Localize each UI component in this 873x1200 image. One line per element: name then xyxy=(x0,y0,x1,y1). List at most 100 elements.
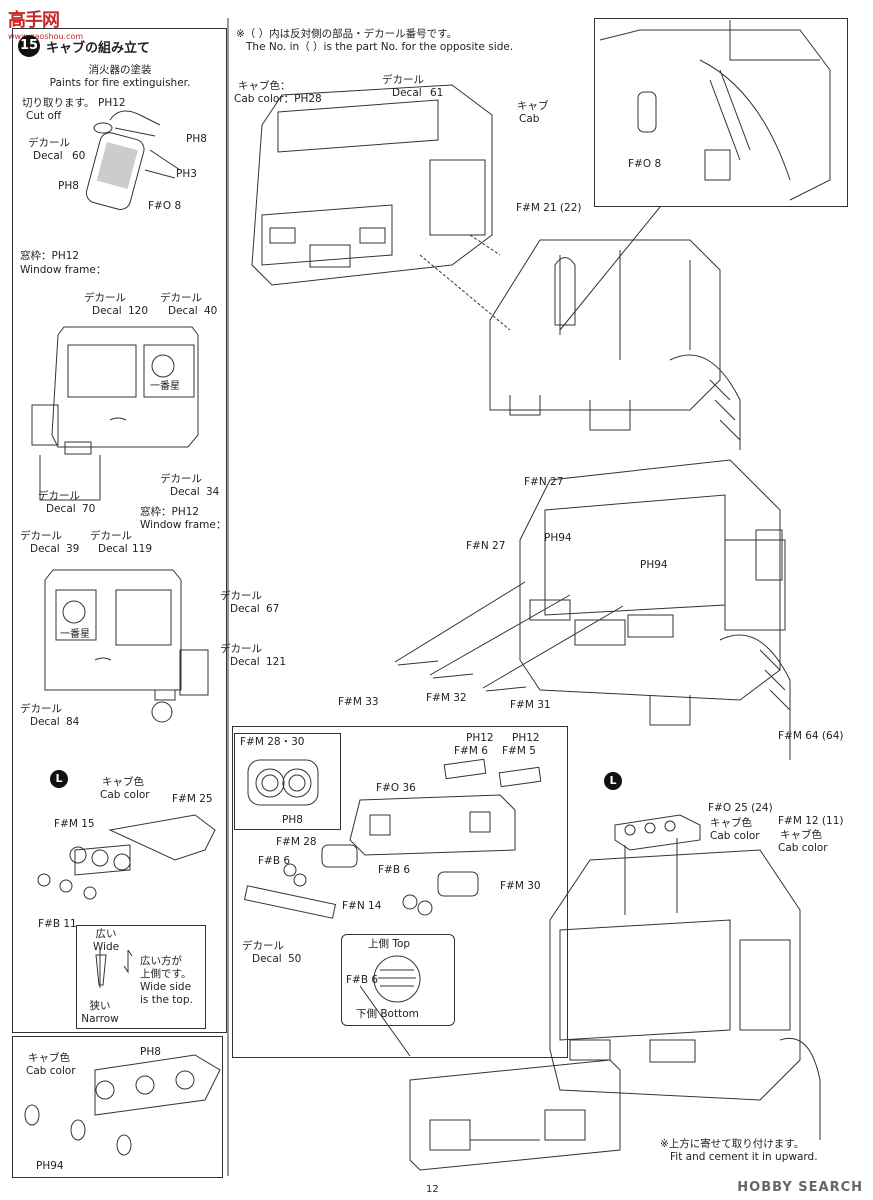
cab-color2-en-right: Cab color xyxy=(778,842,828,854)
page-number: 12 xyxy=(426,1184,439,1195)
decal-121-en: Decal xyxy=(230,656,260,668)
fit-upward-jp: ※上方に寄せて取り付けます。 xyxy=(660,1138,805,1150)
cab-side-view-1 xyxy=(31,326,199,501)
decal-61-en: Decal xyxy=(392,87,422,99)
part-fo8-inset: F#O 8 xyxy=(628,158,662,170)
decal-84-number: 84 xyxy=(66,716,80,728)
part-fb6-c: F#B 6 xyxy=(346,974,379,986)
decal-120-jp: デカール xyxy=(84,292,126,304)
cab-color-jp-left: キャブ色 xyxy=(102,776,144,788)
badge-l-left: L xyxy=(50,770,68,788)
paint-ph8-left: PH8 xyxy=(58,180,79,192)
paint-ph94-inset: PH94 xyxy=(36,1160,64,1172)
lamp-and-grille-parts xyxy=(243,758,542,1003)
part-fm31: F#M 31 xyxy=(510,699,551,711)
part-fm32: F#M 32 xyxy=(426,692,467,704)
decal-50-en: Decal xyxy=(252,953,282,965)
window-frame-en: Window frame： xyxy=(20,264,107,276)
cut-off-jp: 切り取ります。 xyxy=(22,97,95,109)
fit-upward-en: Fit and cement it in upward. xyxy=(670,1151,818,1163)
decal-120-en: Decal xyxy=(92,305,122,317)
extinguisher-title-jp: 消火器の塗装 xyxy=(88,64,152,76)
part-fb6-a: F#B 6 xyxy=(258,855,291,867)
decal-40-en: Decal xyxy=(168,305,198,317)
wide-top-en-1: Wide side xyxy=(140,981,192,993)
part-fm28: F#M 28 xyxy=(276,836,317,848)
part-fn27-left: F#N 27 xyxy=(466,540,506,552)
decal-119-jp: デカール xyxy=(90,530,132,542)
part-fm5: F#M 5 xyxy=(502,745,536,757)
note-jp: ※（ ）内は反対側の部品・デカール番号です。 xyxy=(236,28,458,40)
decal-60-number: 60 xyxy=(72,150,86,162)
decal-84-jp: デカール xyxy=(20,703,62,715)
window-frame2-en: Window frame： xyxy=(140,519,227,531)
step-title: キャブの組み立て xyxy=(46,41,151,56)
cab-color-jp-top: キャブ色： xyxy=(238,80,291,92)
lower-left-inset-frame xyxy=(12,1036,223,1178)
decal-39-jp: デカール xyxy=(20,530,62,542)
cab-bottom-right xyxy=(549,814,821,1140)
decal-119-number: 119 xyxy=(132,543,153,555)
part-fo25: F#O 25 (24) xyxy=(708,802,773,814)
narrow-label-en: Narrow xyxy=(81,1013,119,1025)
part-fm12: F#M 12 (11) xyxy=(778,815,844,827)
cab-color-en-left: Cab color xyxy=(100,789,150,801)
watermark: HOBBY SEARCH xyxy=(737,1180,863,1195)
decal-67-en: Decal xyxy=(230,603,260,615)
decal-119-en: Decal xyxy=(98,543,128,555)
inset-marker-lamp-bar xyxy=(24,1054,221,1156)
cab-label-jp: キャブ xyxy=(517,100,549,112)
decal-61-number: 61 xyxy=(430,87,444,99)
decal-50-jp: デカール xyxy=(242,940,284,952)
paint-ph12-b: PH12 xyxy=(512,732,540,744)
cab-color2-jp-left: キャブ色 xyxy=(28,1052,70,1064)
site-logo: 高手网 www.gaoshou.com xyxy=(8,6,84,41)
lamp-orientation-box xyxy=(341,934,455,1026)
paint-ph8-inset: PH8 xyxy=(140,1046,161,1058)
wide-narrow-box xyxy=(76,925,206,1029)
cab-color-en-right: Cab color xyxy=(710,830,760,842)
left-panel-frame xyxy=(12,28,227,1033)
part-fm30: F#M 30 xyxy=(500,880,541,892)
decal-67-number: 67 xyxy=(266,603,280,615)
cab-color-en-top: Cab color：PH28 xyxy=(234,93,322,105)
decal-50-number: 50 xyxy=(288,953,302,965)
note-en: The No. in（ ）is the part No. for the opp… xyxy=(246,41,514,53)
decal-70-number: 70 xyxy=(82,503,96,515)
paint-ph12-a: PH12 xyxy=(466,732,494,744)
cab-floor-frame xyxy=(489,239,741,450)
badge-l-right: L xyxy=(604,772,622,790)
window-frame-jp: 窓枠：PH12 xyxy=(20,250,80,262)
decal-39-number: 39 xyxy=(66,543,80,555)
site-logo-text: 高手网 xyxy=(8,10,60,31)
lower-center-inset-frame xyxy=(232,726,568,1058)
extinguisher-title-en: Paints for fire extinguisher. xyxy=(49,77,191,89)
lamp-top-label: 上側 Top xyxy=(368,938,411,950)
part-fn27-top: F#N 27 xyxy=(524,476,564,488)
lamp-bottom-label: 下側 Bottom xyxy=(356,1008,419,1020)
wide-label-jp: 広い xyxy=(95,928,117,940)
decal-61-jp: デカール xyxy=(382,74,424,86)
step-number-badge: 15 xyxy=(18,35,40,57)
decal-70-jp: デカール xyxy=(38,490,80,502)
decal-121-number: 121 xyxy=(266,656,287,668)
part-fm33: F#M 33 xyxy=(338,696,379,708)
narrow-label-jp: 狭い xyxy=(89,1000,111,1012)
decal-70-en: Decal xyxy=(46,503,76,515)
decal-34-en: Decal xyxy=(170,486,200,498)
part-fo8-left: F#O 8 xyxy=(148,200,182,212)
part-fb6-b: F#B 6 xyxy=(378,864,411,876)
decal-120-number: 120 xyxy=(128,305,149,317)
cab-emblem-text-2: 一番星 xyxy=(60,629,90,640)
marker-lamp-parts xyxy=(37,814,216,988)
decal-67-jp: デカール xyxy=(220,590,262,602)
part-fb11: F#B 11 xyxy=(38,918,77,930)
site-url: www.gaoshou.com xyxy=(8,32,84,41)
cab-emblem-text-1: 一番星 xyxy=(150,381,180,392)
cab-color2-jp-right: キャブ色 xyxy=(780,829,822,841)
cab-side-view-2 xyxy=(44,569,209,723)
cab-top-center xyxy=(251,84,493,286)
decal-34-number: 34 xyxy=(206,486,220,498)
decal-60-en: Decal xyxy=(33,150,63,162)
paint-ph3: PH3 xyxy=(176,168,197,180)
